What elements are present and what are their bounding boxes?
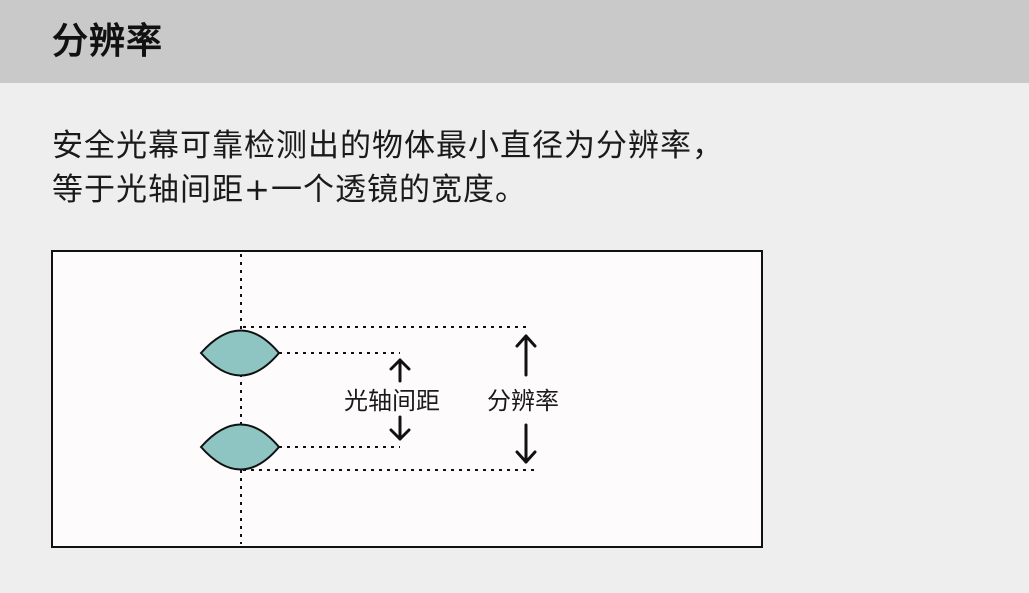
diagram-canvas: [199, 254, 538, 544]
description: 安全光幕可靠检测出的物体最小直径为分辨率， 等于光轴间距+一个透镜的宽度。: [52, 124, 724, 212]
description-line-2: 等于光轴间距+一个透镜的宽度。: [52, 172, 527, 208]
lens-top: [199, 329, 281, 377]
description-line-1: 安全光幕可靠检测出的物体最小直径为分辨率，: [52, 128, 724, 164]
axis-spacing-label: 光轴间距: [344, 387, 440, 415]
diagram-frame: 光轴间距 分辨率: [51, 250, 763, 548]
axis-spacing-down-arrow: [389, 415, 411, 441]
resolution-label: 分辨率: [487, 387, 559, 415]
axis-spacing-up-arrow: [389, 358, 411, 383]
resolution-up-arrow: [515, 334, 537, 377]
header-bar: 分辨率: [0, 0, 1029, 83]
resolution-down-arrow: [515, 423, 537, 464]
lens-bottom: [199, 423, 281, 471]
page-title: 分辨率: [52, 21, 164, 62]
